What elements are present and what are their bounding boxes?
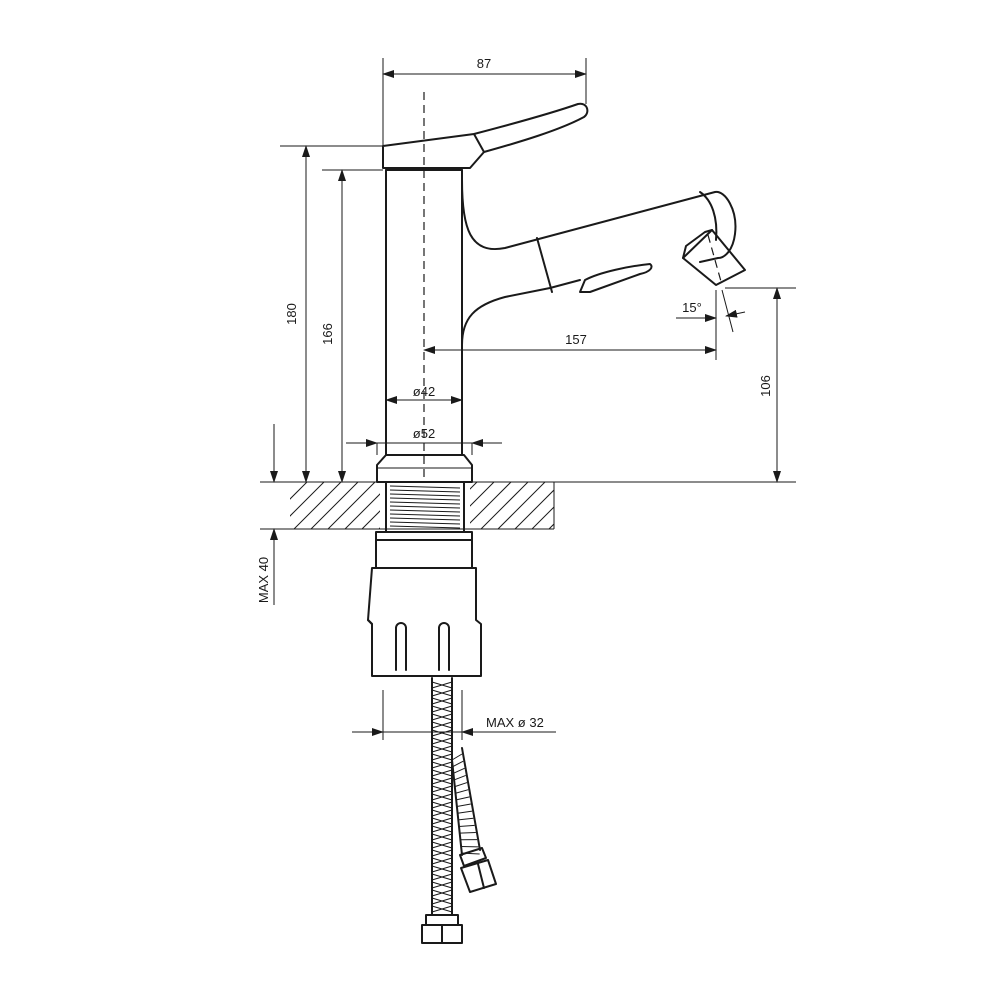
dim-max-counter-thickness: MAX 40 [256, 424, 278, 605]
dim-spout-angle: 15° [676, 289, 746, 333]
dim-label-spout-reach: 157 [565, 332, 587, 347]
dim-label-max-hole-diameter: MAX ø 32 [486, 715, 544, 730]
dim-overall-height: 180 [280, 145, 383, 483]
dim-label-overall-height: 180 [284, 303, 299, 325]
dim-base-diameter: ø52 [346, 426, 502, 455]
lever-handle [382, 102, 589, 169]
mounting-nut [367, 531, 482, 677]
dim-max-hole-diameter: MAX ø 32 [352, 690, 556, 740]
dim-body-height: 166 [320, 169, 383, 483]
dim-label-max-counter-thickness: MAX 40 [256, 557, 271, 603]
dim-spout-reach: 157 [423, 295, 717, 360]
dim-spout-height: 106 [725, 287, 796, 483]
dim-label-spout-height: 106 [758, 375, 773, 397]
braided-hoses [421, 677, 497, 944]
dim-label-body-height: 166 [320, 323, 335, 345]
base-ring [376, 454, 473, 483]
dim-label-base-diameter: ø52 [413, 426, 435, 441]
dim-body-diameter: ø42 [385, 384, 463, 404]
countertop-section [260, 481, 796, 530]
aerator-axis [707, 234, 723, 286]
dim-label-body-diameter: ø42 [413, 384, 435, 399]
dim-label-top-width: 87 [477, 56, 491, 71]
dim-label-spout-angle: 15° [682, 300, 702, 315]
dim-top-width: 87 [382, 56, 587, 146]
